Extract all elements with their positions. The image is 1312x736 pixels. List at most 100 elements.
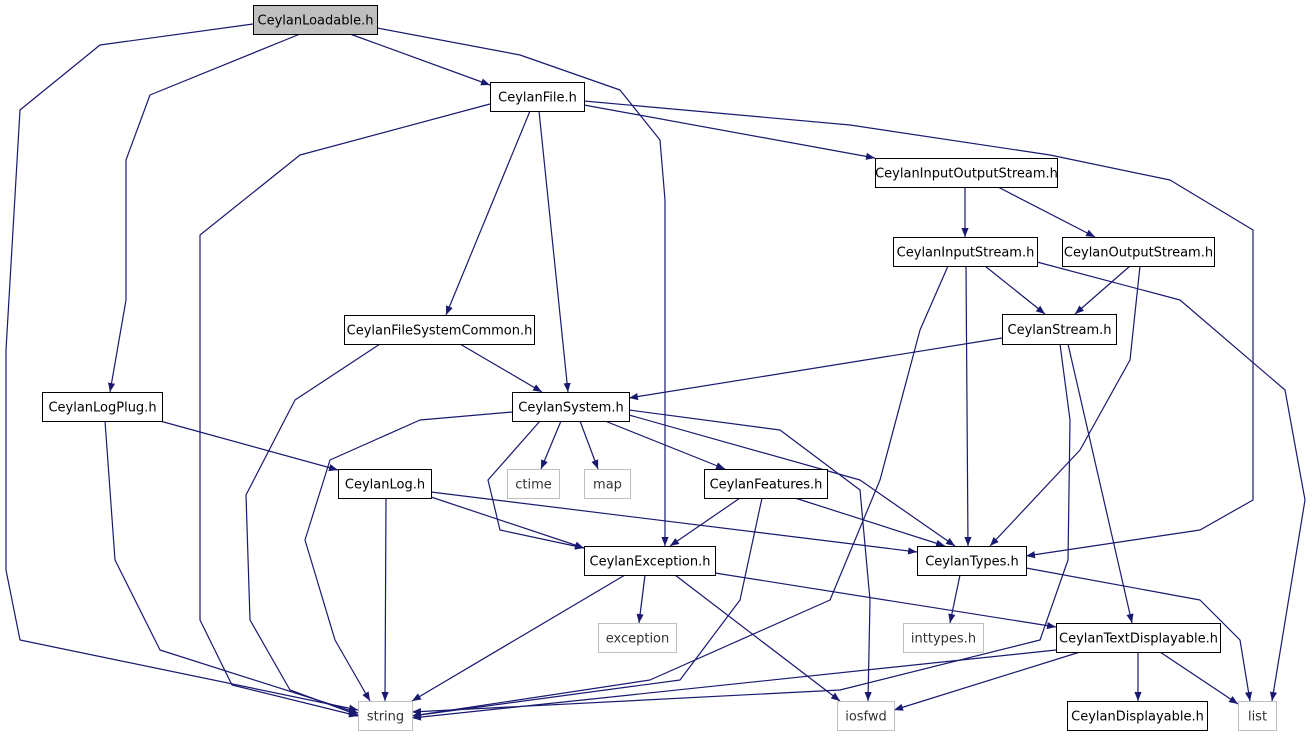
node-box-instream (893, 237, 1038, 267)
node-label-types: CeylanTypes.h (925, 555, 1019, 570)
node-list[interactable]: list (1238, 701, 1277, 731)
node-loadable[interactable]: CeylanLoadable.h (253, 5, 378, 35)
edge-file-to-fscommon (445, 110, 531, 316)
edge-log-to-types (430, 491, 918, 555)
node-textdisp[interactable]: CeylanTextDisplayable.h (1056, 623, 1221, 653)
node-stdexception[interactable]: exception (598, 623, 677, 653)
edge-features-to-exception (669, 497, 741, 547)
node-box-loadable (253, 5, 378, 35)
node-exception[interactable]: CeylanException.h (584, 546, 716, 576)
node-box-outstream (1062, 237, 1215, 267)
edge-stream-to-system (628, 337, 1003, 401)
node-displayable[interactable]: CeylanDisplayable.h (1067, 701, 1208, 731)
node-label-displayable: CeylanDisplayable.h (1071, 710, 1204, 725)
node-map[interactable]: map (584, 469, 631, 499)
edge-types-to-inttypes (948, 574, 961, 624)
node-string[interactable]: string (358, 701, 413, 731)
node-label-list: list (1248, 710, 1267, 725)
edge-logplug-to-log (159, 420, 339, 472)
node-box-system (512, 392, 630, 422)
edge-instream-to-types (964, 265, 972, 547)
edge-instream-to-string (411, 265, 949, 719)
edge-system-to-types (628, 414, 956, 547)
edge-system-to-map (579, 420, 599, 470)
node-system[interactable]: CeylanSystem.h (512, 392, 630, 422)
edge-instream-to-stream (984, 265, 1046, 315)
node-box-inttypes (903, 623, 984, 653)
node-label-system: CeylanSystem.h (518, 401, 623, 416)
edge-system-to-features (604, 420, 726, 470)
node-label-file: CeylanFile.h (498, 91, 577, 106)
node-label-exception: CeylanException.h (590, 555, 711, 570)
node-instream[interactable]: CeylanInputStream.h (893, 237, 1038, 267)
edge-loadable-to-string (5, 23, 359, 712)
edge-types-to-list (1025, 567, 1253, 702)
node-box-stdexception (598, 623, 677, 653)
node-box-exception (584, 546, 716, 576)
edge-system-to-iosfwd (628, 409, 872, 702)
edge-fscommon-to-system (459, 343, 543, 393)
edge-system-to-string (304, 411, 513, 702)
edge-exception-to-textdisp (714, 572, 1057, 630)
node-box-ctime (507, 469, 560, 499)
edge-outstream-to-types (989, 265, 1141, 547)
node-label-iostream: CeylanInputOutputStream.h (875, 167, 1058, 182)
node-box-list (1238, 701, 1277, 731)
node-label-stdexception: exception (606, 632, 670, 647)
edge-log-to-exception (430, 496, 585, 549)
node-label-string: string (367, 710, 404, 725)
edge-loadable-to-file (349, 33, 491, 86)
node-label-inttypes: inttypes.h (911, 632, 976, 647)
node-box-iosfwd (837, 701, 895, 731)
node-outstream[interactable]: CeylanOutputStream.h (1062, 237, 1215, 267)
node-box-logplug (42, 392, 163, 422)
edge-file-to-types (583, 100, 1254, 559)
edge-logplug-to-string (104, 420, 359, 714)
node-box-displayable (1067, 701, 1208, 731)
node-logplug[interactable]: CeylanLogPlug.h (42, 392, 163, 422)
edge-log-to-string (381, 497, 389, 702)
node-label-features: CeylanFeatures.h (710, 478, 823, 493)
node-label-log: CeylanLog.h (345, 478, 425, 493)
edge-exception-to-iosfwd (674, 574, 841, 702)
edge-outstream-to-stream (1074, 265, 1131, 315)
node-types[interactable]: CeylanTypes.h (917, 546, 1027, 576)
edge-iostream-to-outstream (997, 186, 1096, 238)
node-ctime[interactable]: ctime (507, 469, 560, 499)
node-box-fscommon (344, 315, 535, 345)
node-log[interactable]: CeylanLog.h (338, 469, 432, 499)
edges-layer (5, 23, 1306, 721)
edge-stream-to-string (411, 343, 1071, 716)
node-label-loadable: CeylanLoadable.h (258, 14, 374, 29)
edge-instream-to-list (1036, 261, 1306, 702)
node-label-instream: CeylanInputStream.h (897, 246, 1035, 261)
node-iostream[interactable]: CeylanInputOutputStream.h (875, 158, 1058, 188)
node-label-ctime: ctime (515, 478, 552, 493)
node-inttypes[interactable]: inttypes.h (903, 623, 984, 653)
node-box-log (338, 469, 432, 499)
node-box-features (704, 469, 828, 499)
node-label-fscommon: CeylanFileSystemCommon.h (347, 324, 533, 339)
node-label-logplug: CeylanLogPlug.h (48, 401, 156, 416)
edge-file-to-system (538, 110, 571, 393)
node-fscommon[interactable]: CeylanFileSystemCommon.h (344, 315, 535, 345)
edge-file-to-iostream (583, 104, 876, 160)
node-box-stream (1002, 314, 1117, 345)
edge-textdisp-to-string (411, 649, 1057, 721)
edge-features-to-string (411, 497, 763, 719)
edge-exception-to-stdexception (636, 574, 646, 624)
node-features[interactable]: CeylanFeatures.h (704, 469, 828, 499)
node-stream[interactable]: CeylanStream.h (1002, 314, 1117, 345)
node-file[interactable]: CeylanFile.h (490, 82, 585, 112)
nodes-layer: CeylanLoadable.hCeylanFile.hCeylanInputO… (42, 5, 1277, 731)
node-box-types (917, 546, 1027, 576)
node-box-textdisp (1056, 623, 1221, 653)
edge-stream-to-textdisp (1067, 343, 1134, 624)
edge-loadable-to-logplug (107, 33, 301, 393)
node-label-outstream: CeylanOutputStream.h (1064, 246, 1213, 261)
node-iosfwd[interactable]: iosfwd (837, 701, 895, 731)
node-box-file (490, 82, 585, 112)
node-label-stream: CeylanStream.h (1008, 323, 1112, 338)
node-box-string (358, 701, 413, 731)
